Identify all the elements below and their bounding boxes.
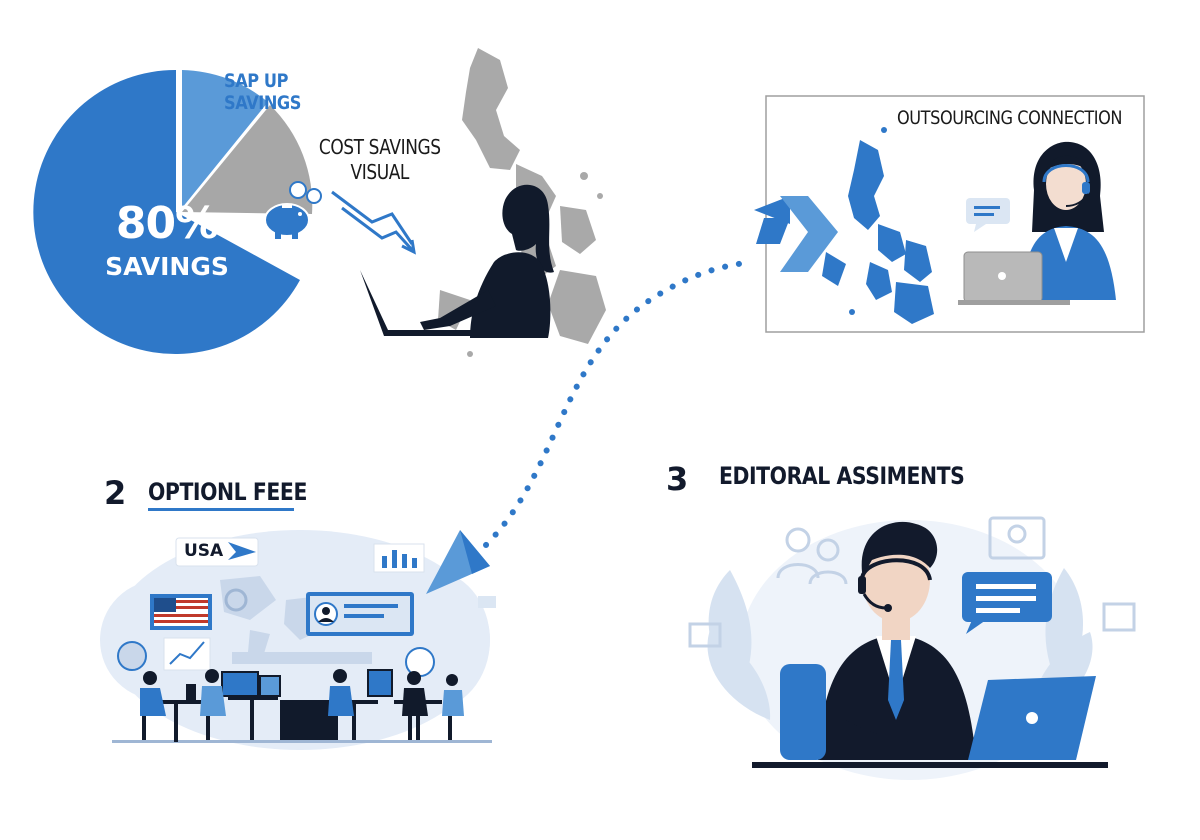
step-3-title: EDITORAL ASSIMENTS bbox=[719, 462, 965, 490]
office-workers bbox=[140, 669, 464, 740]
speech-bubble-icon bbox=[962, 572, 1052, 634]
cost-savings-line2: VISUAL bbox=[350, 160, 410, 184]
pie-slice-savings bbox=[33, 69, 300, 354]
pie-slice-sapup bbox=[182, 70, 268, 208]
globe-icon bbox=[117, 641, 147, 671]
office-team-scene bbox=[100, 530, 496, 750]
piggy-bank-icon bbox=[264, 181, 322, 239]
woman-typing-silhouette bbox=[360, 184, 554, 338]
arrow-chevron-icon bbox=[754, 196, 838, 272]
agent-woman-headset bbox=[958, 141, 1116, 305]
pie-savings-label: SAVINGS bbox=[105, 252, 229, 281]
users-outline-icon bbox=[776, 527, 848, 585]
usa-badge-label: USA bbox=[184, 541, 224, 561]
step-3-number: 3 bbox=[666, 460, 689, 498]
cost-savings-line1: COST SAVINGS bbox=[318, 135, 441, 159]
pie-slice-other bbox=[182, 105, 313, 214]
line-chart-card bbox=[163, 637, 211, 671]
paper-plane-icon bbox=[426, 530, 490, 594]
step-2-title: OPTIONL FEEE bbox=[148, 478, 307, 506]
agent-man-scene bbox=[688, 516, 1136, 780]
pie-percent-label: 80% bbox=[115, 198, 219, 249]
sap-up-savings-label: SAP UP SAVINGS bbox=[224, 70, 301, 114]
usa-badge bbox=[175, 537, 259, 567]
step-2-underline bbox=[148, 508, 294, 511]
usa-flag-screen bbox=[150, 594, 212, 630]
sap-up-line1: SAP UP bbox=[224, 70, 289, 92]
bar-chart-card bbox=[373, 543, 425, 573]
plane-icon bbox=[228, 542, 256, 560]
step-2-number: 2 bbox=[104, 474, 127, 512]
sap-up-line2: SAVINGS bbox=[224, 92, 301, 114]
chat-bubble-icon bbox=[966, 198, 1010, 232]
outsourcing-connection-title: OUTSOURCING CONNECTION bbox=[897, 107, 1123, 129]
down-trend-arrow-icon bbox=[331, 190, 416, 255]
cost-savings-visual-label: COST SAVINGS VISUAL bbox=[316, 135, 444, 185]
gear-icon bbox=[224, 588, 248, 612]
globe-small-icon bbox=[405, 647, 435, 677]
philippines-map-blue bbox=[822, 127, 934, 324]
profile-card-screen bbox=[306, 592, 414, 636]
dotted-connector-path bbox=[483, 259, 755, 548]
savings-pie-chart bbox=[33, 69, 322, 354]
profile-outline-icon bbox=[988, 516, 1046, 560]
